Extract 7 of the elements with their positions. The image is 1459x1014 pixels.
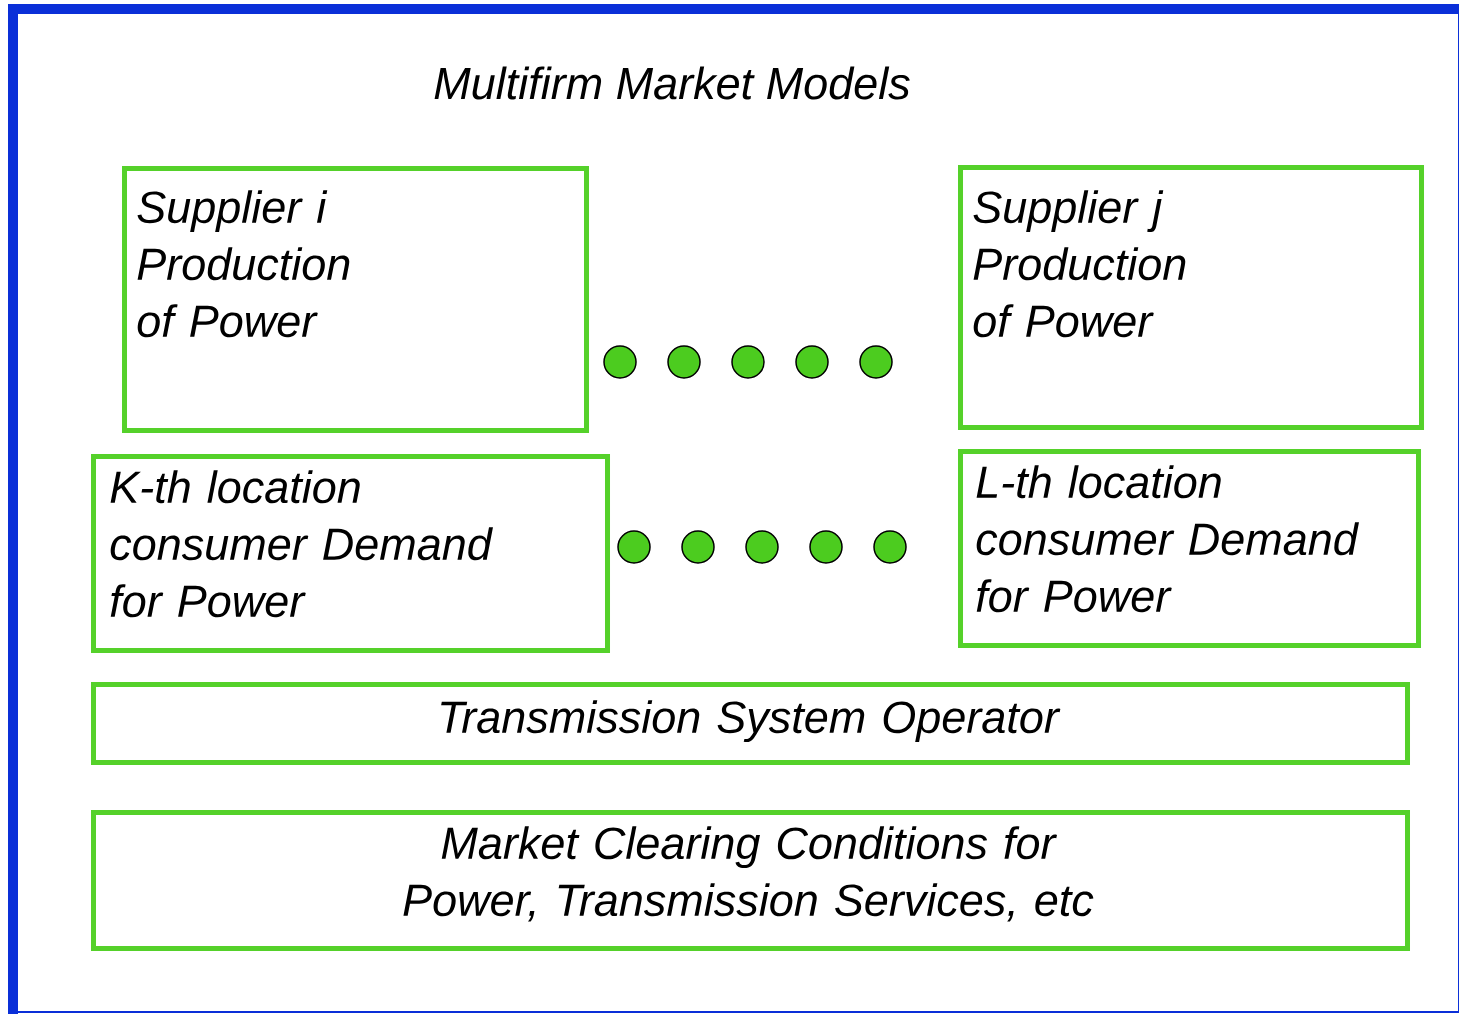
supplier-box: Supplier i Production of Power: [122, 166, 589, 433]
supplier-box: Supplier j Production of Power: [958, 165, 1424, 430]
operator-box: Transmission System Operator: [91, 682, 1410, 765]
demand-box: K-th location consumer Demand for Power: [91, 454, 610, 653]
conditions-box: Market Clearing Conditions for Power, Transmission Services, etc: [91, 810, 1410, 951]
title: Multifirm Market Models: [434, 66, 910, 100]
demand-box: L-th location consumer Demand for Power: [958, 449, 1421, 648]
